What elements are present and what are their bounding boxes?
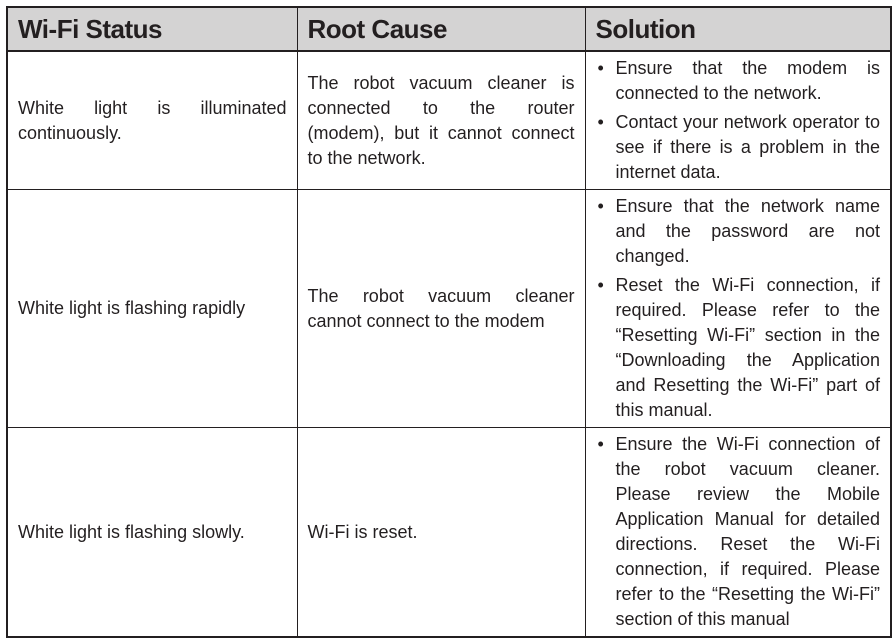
wifi-status-table: Wi-Fi Status Root Cause Solution White l… — [6, 6, 892, 638]
cause-cell: The robot vacuum cleaner is connected to… — [296, 50, 586, 190]
solution-item: •Ensure the Wi-Fi connection of the robo… — [597, 434, 881, 629]
bullet-icon: • — [597, 275, 604, 295]
table-row: White light is flashing slowly. Wi-Fi is… — [6, 427, 892, 638]
bullet-icon: • — [597, 58, 604, 78]
solution-list: •Ensure the Wi-Fi connection of the robo… — [596, 432, 881, 632]
header-solution: Solution — [584, 6, 892, 52]
solution-list: •Ensure that the network name and the pa… — [596, 194, 881, 423]
cause-cell: The robot vacuum cleaner cannot connect … — [296, 189, 586, 428]
solution-cell: •Ensure that the network name and the pa… — [584, 189, 892, 428]
status-cell: White light is flashing slowly. — [6, 427, 298, 638]
solution-item: •Ensure that the network name and the pa… — [597, 196, 881, 266]
bullet-icon: • — [597, 434, 604, 454]
solution-cell: •Ensure that the modem is connected to t… — [584, 50, 892, 190]
solution-item: •Reset the Wi-Fi connection, if required… — [597, 275, 881, 420]
header-root-cause: Root Cause — [296, 6, 586, 52]
bullet-icon: • — [597, 196, 604, 216]
table-row: White light is illuminated continuously.… — [6, 50, 892, 190]
solution-item: •Ensure that the modem is connected to t… — [597, 58, 881, 103]
solution-item: •Contact your network operator to see if… — [597, 112, 881, 182]
solution-list: •Ensure that the modem is connected to t… — [596, 56, 881, 185]
table-row: White light is flashing rapidly The robo… — [6, 189, 892, 428]
header-row: Wi-Fi Status Root Cause Solution — [6, 6, 892, 52]
status-cell: White light is illuminated continuously. — [6, 50, 298, 190]
bullet-icon: • — [597, 112, 604, 132]
cause-cell: Wi-Fi is reset. — [296, 427, 586, 638]
solution-cell: •Ensure the Wi-Fi connection of the robo… — [584, 427, 892, 638]
status-cell: White light is flashing rapidly — [6, 189, 298, 428]
header-wifi-status: Wi-Fi Status — [6, 6, 298, 52]
